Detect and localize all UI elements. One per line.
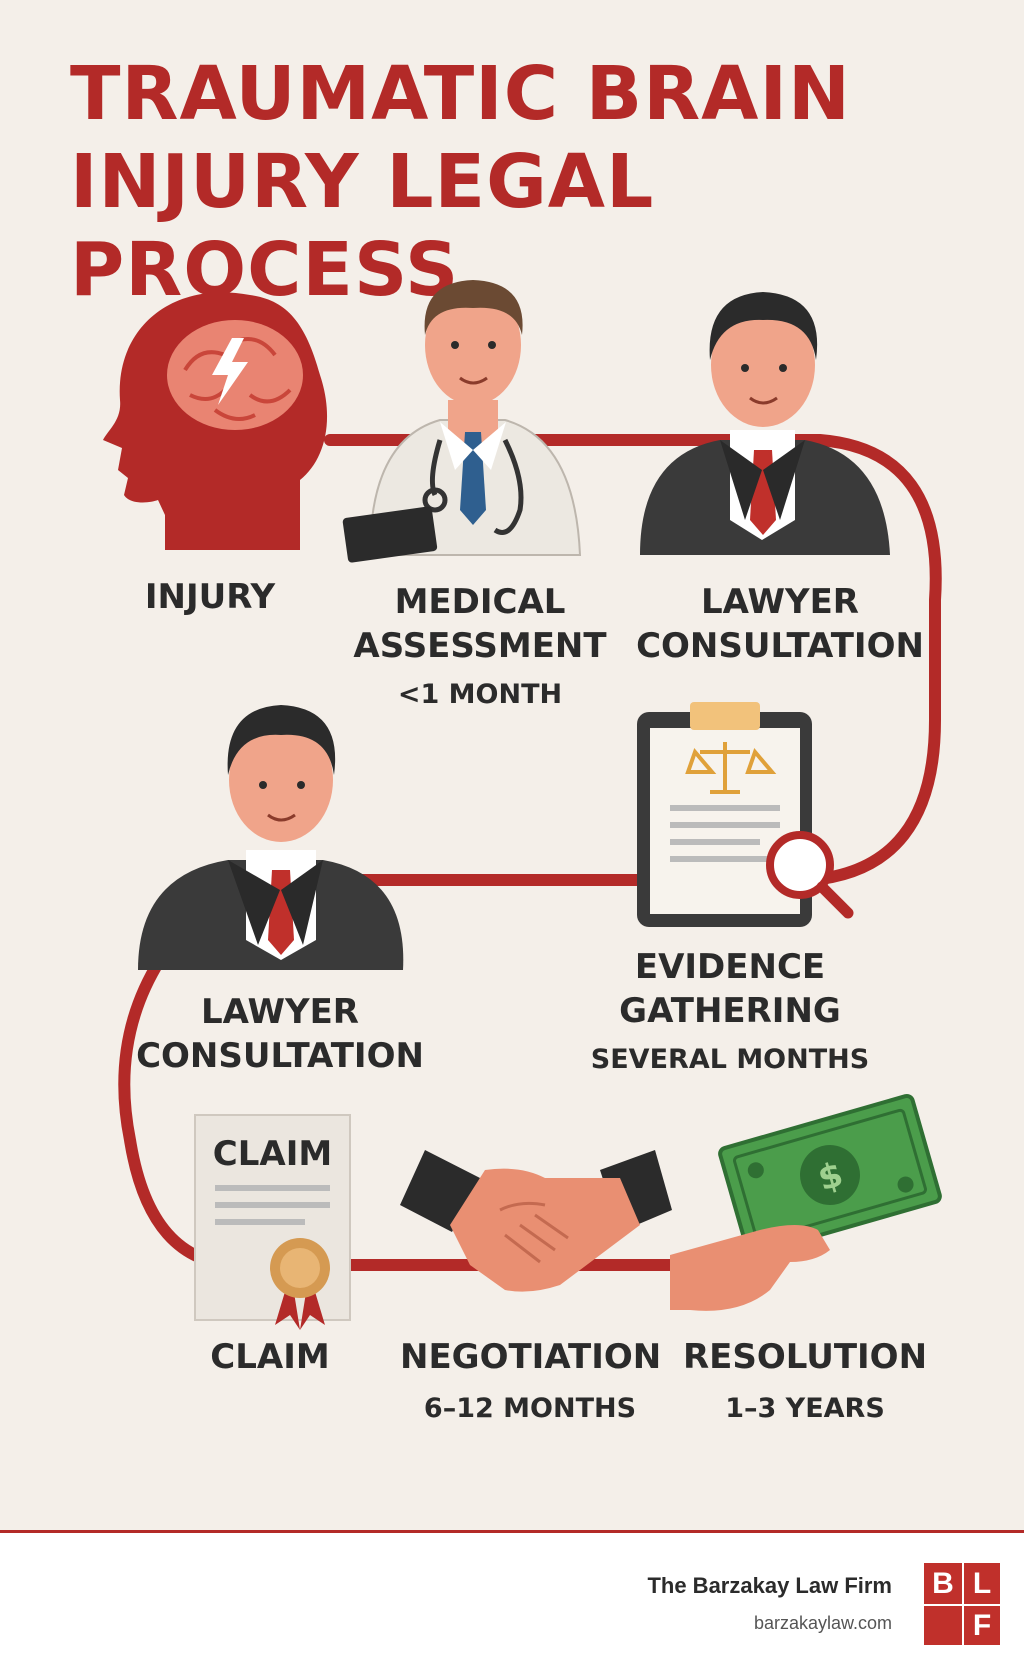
claim-document-icon — [194, 1114, 351, 1330]
process-artwork: $ — [103, 280, 942, 1330]
step-8-label: RESOLUTION — [682, 1337, 928, 1377]
claim-document-text: CLAIM — [212, 1134, 333, 1174]
handshake-icon — [400, 1150, 672, 1292]
logo-letter-f: F — [962, 1604, 1000, 1645]
title-line-1: TRAUMATIC BRAIN — [70, 51, 851, 137]
logo-blank — [924, 1604, 962, 1645]
page-title: TRAUMATIC BRAIN INJURY LEGAL PROCESS — [70, 50, 970, 314]
step-6-label: CLAIM — [210, 1337, 330, 1377]
logo-letter-l: L — [962, 1563, 1000, 1604]
step-7-label: NEGOTIATION — [400, 1337, 662, 1377]
firm-name: The Barzakay Law Firm — [647, 1573, 892, 1598]
step-1-label: INJURY — [144, 577, 276, 617]
step-4-label: EVIDENCE GATHERING — [619, 947, 841, 1031]
step-7-duration: 6–12 MONTHS — [423, 1393, 637, 1424]
doctor-icon — [342, 280, 582, 563]
step-3-label: LAWYER CONSULTATION — [636, 582, 924, 666]
clipboard-magnifier-icon — [637, 702, 854, 927]
step-5-label: LAWYER CONSULTATION — [136, 992, 424, 1076]
footer-divider — [0, 1530, 1024, 1533]
logo-letter-b: B — [932, 1566, 954, 1600]
step-2-duration: <1 MONTH — [397, 679, 563, 710]
firm-url[interactable]: barzakaylaw.com — [753, 1613, 892, 1633]
step-4-duration: SEVERAL MONTHS — [590, 1044, 870, 1075]
lawyer-icon-mid — [138, 705, 404, 970]
footer: The Barzakay Law Firm barzakaylaw.com B … — [0, 1533, 1024, 1666]
firm-logo: B L F — [924, 1563, 1000, 1645]
brain-head-icon — [103, 292, 328, 550]
step-2-label: MEDICAL ASSESSMENT — [353, 582, 607, 666]
money-hand-icon: $ — [670, 1093, 942, 1311]
step-8-duration: 1–3 YEARS — [725, 1393, 885, 1424]
lawyer-icon-top — [640, 292, 890, 555]
title-line-2: INJURY LEGAL PROCESS — [70, 139, 655, 313]
